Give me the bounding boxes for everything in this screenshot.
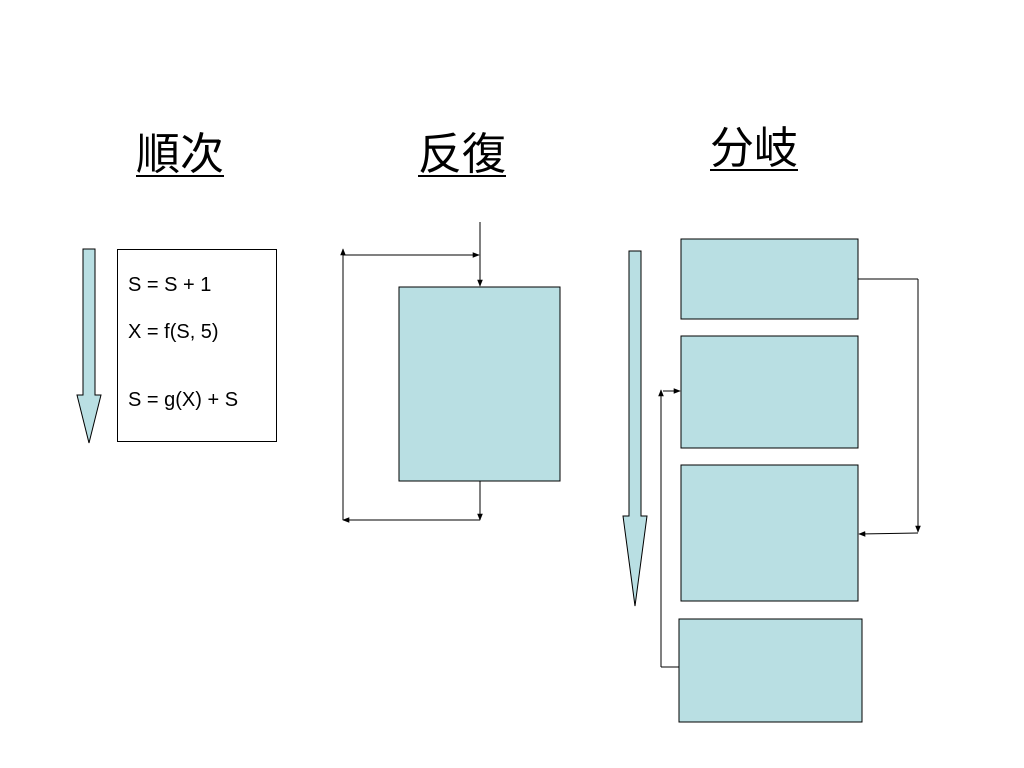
repetition-box (398, 286, 561, 482)
branch-box-1 (680, 238, 859, 320)
branch-box-2 (680, 335, 859, 449)
heading-repetition: 反復 (418, 129, 506, 180)
sequence-flow-arrow (76, 248, 102, 444)
repetition-loop (340, 222, 561, 523)
sequence-code-box: S = S + 1 X = f(S, 5) S = g(X) + S (117, 249, 277, 442)
branch-box-4 (678, 618, 863, 723)
branch-flow-arrow (622, 250, 648, 607)
branch-skip-connector (858, 278, 921, 537)
branch-box-3 (680, 464, 859, 602)
code-line-1: S = S + 1 (128, 274, 212, 296)
code-line-2: X = f(S, 5) (128, 321, 219, 343)
heading-branch: 分岐 (710, 123, 798, 174)
branch-back-connector (658, 388, 681, 668)
heading-sequence: 順次 (136, 129, 224, 180)
code-line-3: S = g(X) + S (128, 389, 239, 411)
